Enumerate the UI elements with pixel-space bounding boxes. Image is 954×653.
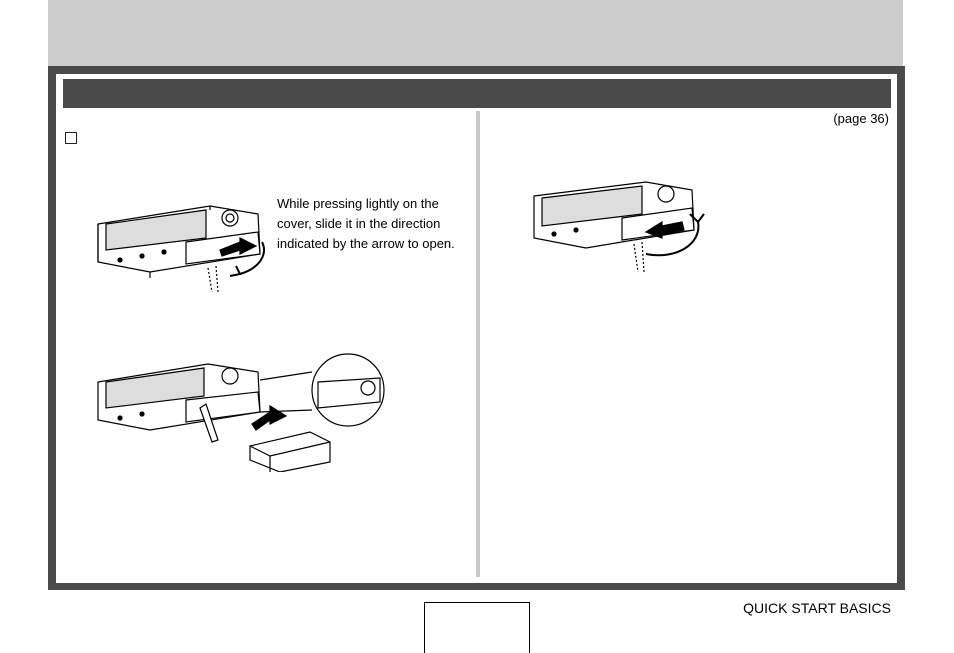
page-reference: (page 36) bbox=[833, 111, 889, 126]
camera-close-cover-illustration bbox=[533, 181, 705, 273]
column-divider bbox=[476, 111, 480, 577]
page-number-box bbox=[424, 602, 530, 653]
square-bullet-icon bbox=[65, 132, 77, 144]
footer-section-label: QUICK START BASICS bbox=[743, 600, 891, 616]
battery-insert-illustration bbox=[97, 353, 385, 472]
content-frame: (page 36) While pressing lightly on the bbox=[48, 66, 905, 590]
camera-open-cover-illustration bbox=[97, 205, 265, 293]
title-bar bbox=[63, 79, 891, 108]
header-band bbox=[48, 0, 903, 66]
content-area: (page 36) While pressing lightly on the bbox=[56, 74, 897, 583]
instruction-text: While pressing lightly on the cover, sli… bbox=[277, 196, 455, 251]
